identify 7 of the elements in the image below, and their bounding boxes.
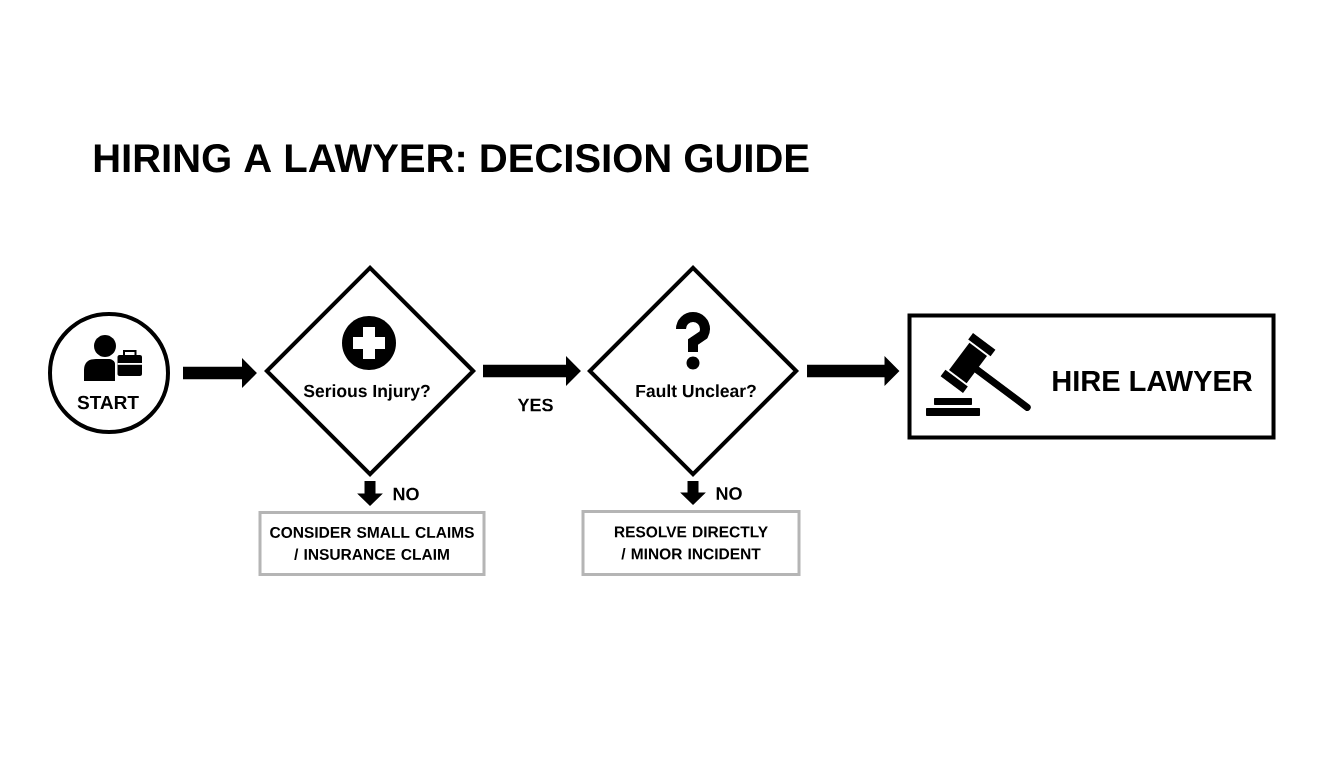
edge-label: YES	[516, 397, 555, 413]
outcome-box: CONSIDER SMALL CLAIMS / INSURANCE CLAIM	[258, 511, 486, 576]
process-box: HIRE LAWYER	[907, 313, 1276, 440]
edge-label: NO	[391, 486, 421, 502]
edge-label: NO	[714, 486, 744, 501]
outcome-box: RESOLVE DIRECTLY / MINOR INCIDENT	[581, 510, 801, 576]
title: HIRING A LAWYER: DECISION GUIDE	[94, 144, 809, 173]
